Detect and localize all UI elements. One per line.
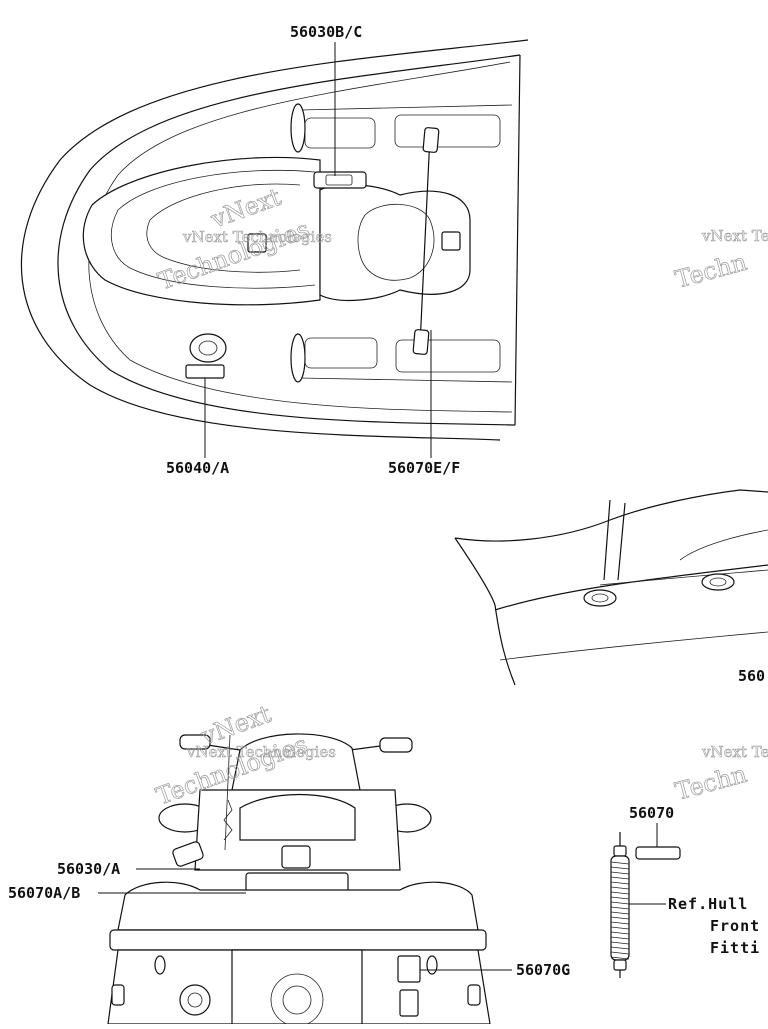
side-view-hull — [454, 489, 768, 686]
hose-rib — [610, 941, 630, 945]
hose-rib — [610, 866, 630, 870]
hose-rib — [610, 901, 630, 905]
top-view-hull — [20, 39, 529, 441]
hose-rib — [610, 946, 630, 950]
watermark-phrase-rear: vNext Technologies — [186, 743, 336, 761]
hose-rib — [610, 906, 630, 910]
hose-rib — [610, 956, 630, 960]
hose-rib — [610, 871, 630, 875]
hose-rib — [610, 876, 630, 880]
decal-56070 — [635, 846, 681, 860]
decal-56040 — [185, 364, 225, 379]
hose-rib — [610, 881, 630, 885]
callout-56040-a: 56040/A — [166, 459, 229, 477]
hose-rib — [610, 911, 630, 915]
hose-rib — [610, 931, 630, 935]
callout-56070: 56070 — [629, 804, 674, 822]
watermark-partial-3: Techn — [672, 760, 749, 806]
small-parts — [610, 823, 681, 978]
watermark-partial-1: vNext Te — [701, 227, 768, 245]
hose-rib — [610, 861, 630, 865]
callout-56070g: 56070G — [516, 961, 570, 979]
rear-view-hull — [107, 733, 491, 1027]
hose-rib — [610, 916, 630, 920]
callout-56070a-b: 56070A/B — [8, 884, 80, 902]
ref-note-line1: Ref.Hull — [668, 895, 748, 913]
hose-rib — [610, 921, 630, 925]
watermark-partial-2: Techn — [672, 248, 749, 294]
callout-56030b-c: 56030B/C — [290, 23, 362, 41]
hose-rib — [610, 886, 630, 890]
callout-56070e-f: 56070E/F — [388, 459, 460, 477]
hose-rib — [610, 936, 630, 940]
hose-rib — [610, 926, 630, 930]
watermark-partial-1-lower: vNext Te — [701, 743, 768, 761]
watermark-phrase: vNext Technologies — [182, 228, 332, 246]
callout-partial-560: 560 — [738, 667, 765, 685]
ref-note-line3: Fitti — [710, 939, 760, 957]
hose-rib — [610, 896, 630, 900]
callout-56030-a: 56030/A — [57, 860, 120, 878]
hose-rib — [610, 951, 630, 955]
hose-rib — [610, 891, 630, 895]
decal-56070g — [397, 955, 421, 983]
ref-note-line2: Front — [710, 917, 760, 935]
